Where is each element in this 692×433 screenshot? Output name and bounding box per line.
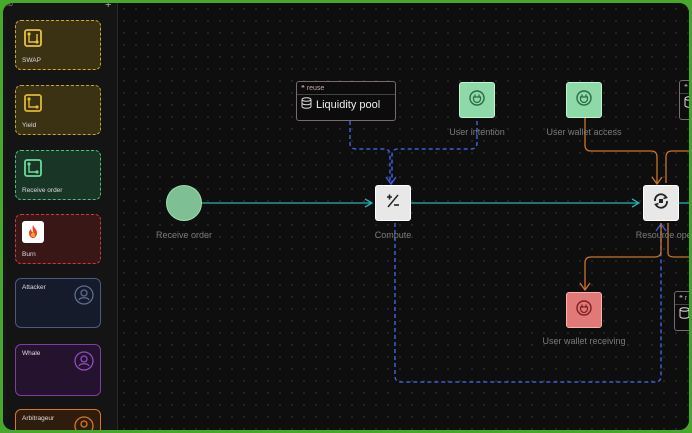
palette-card-swap[interactable]: SWAP [15, 20, 101, 70]
reuse-liquidity-pool[interactable]: ❝ reuse Liquidity pool [296, 81, 396, 121]
reuse-box-partial-bottom[interactable]: ❝ r [674, 291, 689, 331]
sidebar-palette: ıb + SWAP Yield Receive order Burn [3, 3, 118, 430]
plug-icon [575, 89, 593, 112]
edges-layer [201, 115, 689, 383]
arrow-head [631, 198, 641, 208]
swap-icon [22, 27, 44, 49]
plus-icon[interactable]: + [105, 3, 112, 11]
reuse-box-partial-top[interactable]: ❝ [679, 80, 689, 120]
sidebar-header-label: ıb [7, 3, 13, 8]
palette-card-arbitrageur[interactable]: Arbitrageur [15, 409, 101, 430]
palette-card-yield[interactable]: Yield [15, 85, 101, 135]
quote-icon: ❝ [301, 85, 305, 92]
node-label: Receive order [155, 230, 213, 240]
sidebar-header: ıb + [3, 3, 117, 13]
node-resource-operation[interactable] [643, 185, 679, 221]
app-window: ıb + SWAP Yield Receive order Burn [3, 3, 689, 430]
database-icon [684, 96, 689, 111]
node-label: Compute [374, 230, 412, 240]
receive-order-icon [22, 157, 44, 179]
node-user-wallet-receiving[interactable] [566, 292, 602, 328]
node-label: User wallet access [546, 127, 622, 137]
edge-liquidity-to-compute [349, 121, 391, 183]
palette-card-burn[interactable]: Burn [15, 214, 101, 264]
edge-compute-to-resource-loop [394, 223, 662, 383]
database-icon [679, 307, 689, 322]
edge-intention-to-compute [391, 121, 478, 183]
arrow-head [651, 176, 663, 186]
node-receive-order[interactable] [166, 185, 202, 221]
flow-canvas[interactable]: Receive order Compute Resource operat ❝ … [118, 3, 689, 430]
node-label: User wallet receiving [542, 336, 626, 346]
node-label: Resource operat [635, 230, 689, 240]
edge-external-to-resource [665, 150, 689, 183]
arrow-head [579, 282, 591, 292]
palette-card-attacker[interactable]: Attacker [15, 278, 101, 328]
user-icon [74, 285, 94, 310]
flame-icon [22, 221, 44, 243]
node-compute[interactable] [375, 185, 411, 221]
plug-icon [575, 299, 593, 322]
node-user-intention[interactable] [459, 82, 495, 118]
palette-card-receive-order[interactable]: Receive order [15, 150, 101, 200]
user-icon [74, 351, 94, 376]
reuse-tag: reuse [306, 85, 325, 92]
palette-card-label: Yield [22, 122, 37, 129]
palette-card-label: Burn [22, 251, 36, 258]
palette-card-whale[interactable]: Whale [15, 344, 101, 396]
refresh-icon [651, 191, 671, 216]
calculator-icon [384, 192, 402, 215]
palette-card-label: Whale [22, 350, 41, 357]
database-icon [301, 97, 312, 112]
quote-icon: ❝ [679, 295, 683, 302]
reuse-tag-partial: r [684, 295, 688, 302]
yield-icon [22, 92, 44, 114]
arrow-head [385, 176, 397, 186]
palette-card-label: Receive order [22, 187, 63, 194]
quote-icon: ❝ [684, 84, 688, 91]
edge-resource-to-wallet-receiving [584, 223, 662, 289]
plug-icon [468, 89, 486, 112]
arrow-head [364, 198, 374, 208]
palette-card-label: SWAP [22, 57, 41, 64]
reuse-title: Liquidity pool [316, 98, 381, 111]
edge-resource-out-orange [667, 223, 689, 258]
edge-wallet-access-to-resource [584, 115, 658, 183]
palette-card-label: Attacker [22, 284, 46, 291]
node-label: User intention [449, 127, 505, 137]
palette-card-label: Arbitrageur [22, 415, 55, 422]
node-user-wallet-access[interactable] [566, 82, 602, 118]
user-icon [74, 416, 94, 430]
